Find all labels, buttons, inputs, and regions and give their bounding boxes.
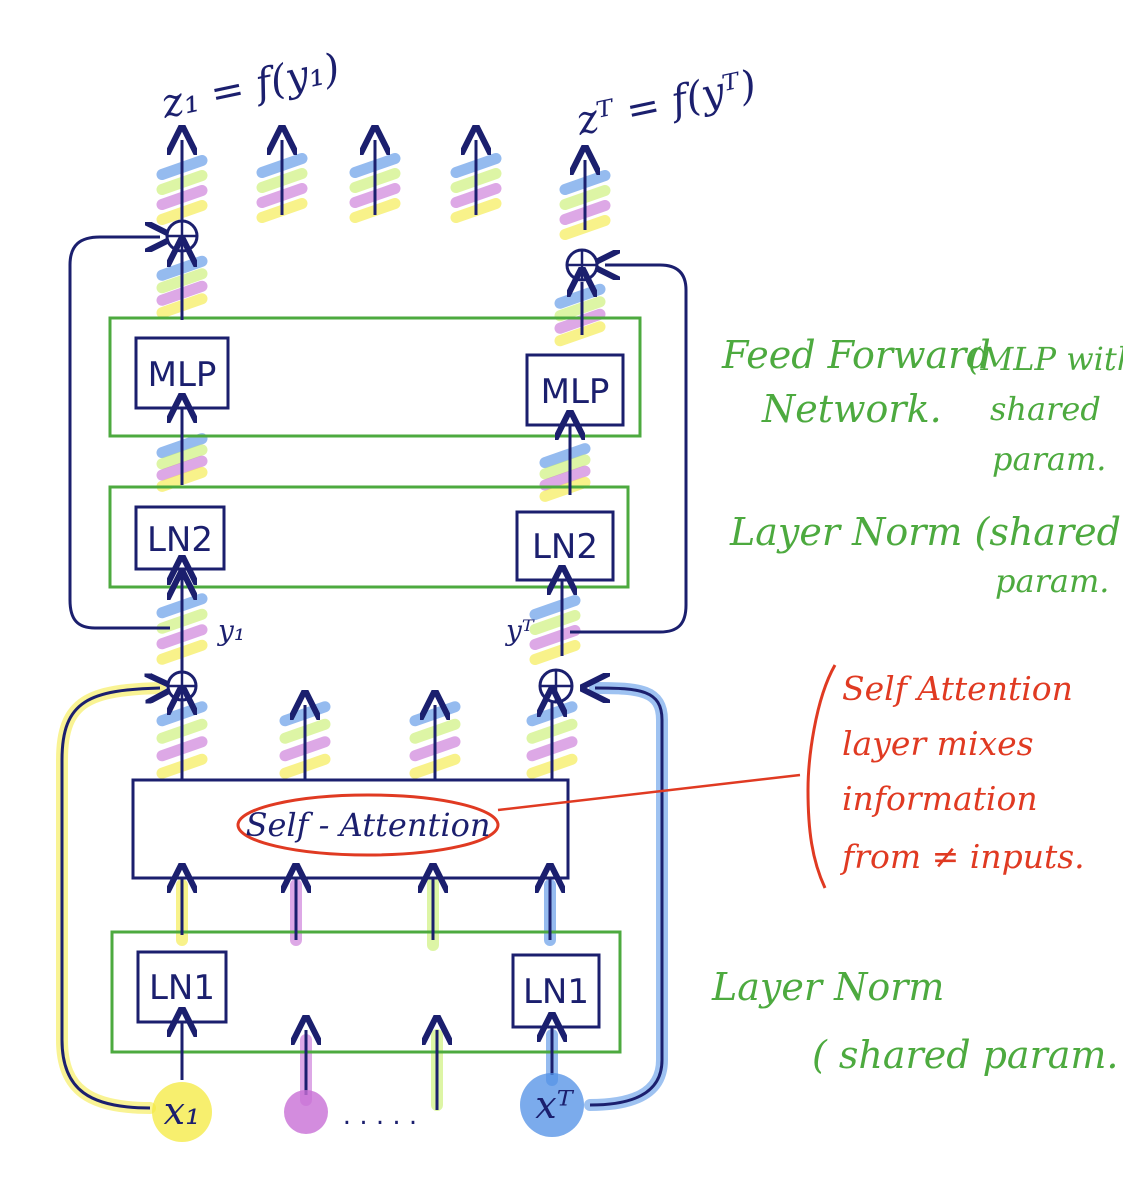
self-attention-label: Self - Attention [246, 806, 491, 844]
token-stripe [529, 595, 581, 620]
token-stripe [539, 465, 591, 491]
ffn-annotation-line2: Network. [761, 387, 942, 431]
ln1-annotation-line2: ( shared param. [812, 1033, 1119, 1077]
add-node-bottom-right [538, 668, 574, 704]
ffn-annotation-line1: Feed Forward [721, 333, 991, 377]
ffn-note-line3: param. [992, 440, 1106, 478]
ln2-container [108, 485, 630, 589]
residual-connection-ffn-right [570, 265, 688, 634]
intermediate-label-yT: yᵀ [504, 614, 535, 647]
sa-annotation-line4: from ≠ inputs. [839, 837, 1085, 876]
input-blob-purple [284, 1090, 328, 1134]
add-node-top-left [165, 219, 199, 253]
ln1-label-left: LN1 [149, 968, 215, 1008]
token-stripe [529, 640, 581, 665]
output-label-right: zᵀ = f(yᵀ) [572, 62, 761, 145]
self-attention-pointer-line [497, 773, 801, 812]
input-blob-x1 [152, 1082, 212, 1142]
ffn-note-line1: (MLP with [968, 340, 1123, 378]
token-stripe [539, 454, 591, 480]
sa-annotation-line3: information [842, 779, 1038, 818]
token-stripe [554, 296, 606, 322]
input-ellipsis: . . . . . [343, 1101, 417, 1131]
self-attention-highlight-ellipse [236, 793, 500, 857]
residual-connection-attn-right [590, 688, 664, 1107]
ln2-label-left: LN2 [147, 520, 213, 560]
residual-highlight-right [584, 682, 668, 1111]
ln2-annotation-line1: Layer Norm (shared [729, 510, 1121, 554]
self-attention-annotation-bracket [806, 664, 837, 889]
sa-annotation-line1: Self Attention [842, 669, 1073, 708]
input-label-xT: xᵀ [535, 1083, 574, 1127]
token-stripe [539, 443, 591, 469]
ln1-container [110, 930, 622, 1054]
mlp-label-left: MLP [148, 355, 217, 395]
ln2-label-right: LN2 [532, 527, 598, 567]
mlp-label-right: MLP [541, 372, 610, 412]
ffn-note-line2: shared [990, 390, 1101, 428]
flow-arrows [182, 140, 585, 1110]
residual-connection-attn-left [60, 688, 160, 1110]
residual-connection-ffn-left [68, 237, 170, 630]
input-blob-xT [520, 1073, 584, 1137]
ffn-container [108, 316, 642, 438]
token-stripe [529, 625, 581, 650]
sa-annotation-line2: layer mixes [842, 724, 1034, 763]
add-node-top-right [565, 248, 599, 282]
input-label-x1: x₁ [164, 1089, 201, 1133]
token-stripe [554, 321, 606, 347]
ln2-annotation-line2: param. [995, 562, 1109, 600]
token-stripe [539, 476, 591, 502]
ln1-annotation-line1: Layer Norm [711, 965, 944, 1009]
add-node-bottom-left [166, 670, 198, 702]
output-label-left: z₁ = f(y₁) [157, 45, 344, 128]
token-stripe [529, 610, 581, 635]
ln1-label-right: LN1 [523, 972, 589, 1012]
intermediate-label-y1: y₁ [216, 614, 245, 647]
ln2-box-left [134, 505, 226, 571]
